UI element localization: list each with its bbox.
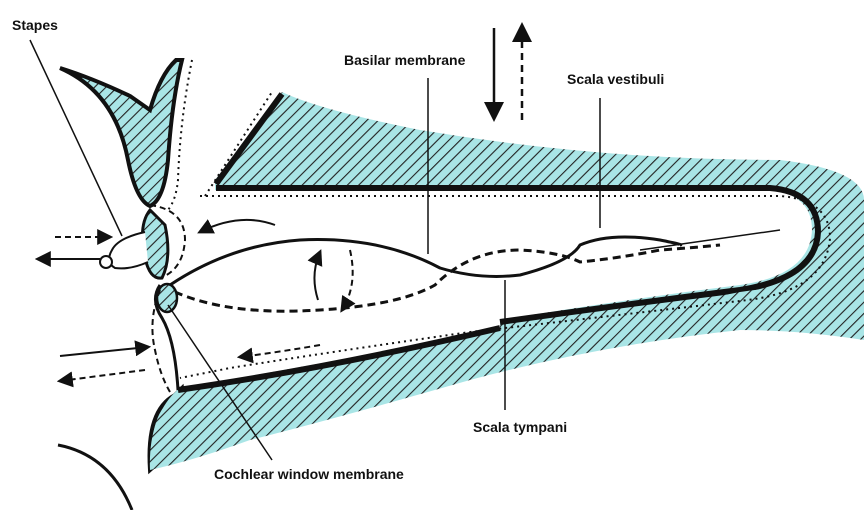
label-basilar-membrane: Basilar membrane [344, 52, 466, 68]
basilar-membrane-tip [639, 229, 781, 251]
label-stapes: Stapes [12, 17, 58, 33]
arrow-fluid-curve [197, 218, 276, 234]
dotted-outline-upper [179, 91, 832, 379]
arrow-fluid-bottom [236, 344, 321, 364]
round-window-dashed [151, 289, 171, 393]
bone-upper-shell [215, 92, 864, 330]
basilar-membrane-dashed [174, 243, 721, 313]
leader-cochlear-window [167, 304, 273, 461]
leader-stapes [29, 39, 123, 237]
cochlear-window-membrane-shape [154, 284, 180, 391]
dotted-outline-stapes [167, 59, 193, 211]
bottom-arc [57, 443, 134, 510]
stapes-head [108, 231, 149, 270]
arrow-fluid-down [340, 249, 356, 313]
arrow-round-out [56, 369, 146, 388]
arrow-round-in [59, 340, 152, 357]
arrow-fluid-up [307, 249, 323, 301]
stapes-footplate [140, 207, 170, 280]
label-scala-vestibuli: Scala vestibuli [567, 71, 664, 87]
scala-vestibuli-roof [216, 185, 822, 325]
scala-tympani-floor [177, 325, 501, 393]
label-cochlear-window-membrane: Cochlear window membrane [214, 466, 404, 482]
bone-upper-left [59, 58, 185, 209]
basilar-membrane-solid [169, 235, 683, 287]
stapes-knob [99, 255, 113, 269]
bone-lower-shell [149, 287, 864, 470]
scala-vestibuli-wall [213, 92, 285, 186]
label-scala-tympani: Scala tympani [473, 419, 567, 435]
stapes-dashed [149, 204, 187, 279]
round-window-hatch [155, 282, 179, 314]
